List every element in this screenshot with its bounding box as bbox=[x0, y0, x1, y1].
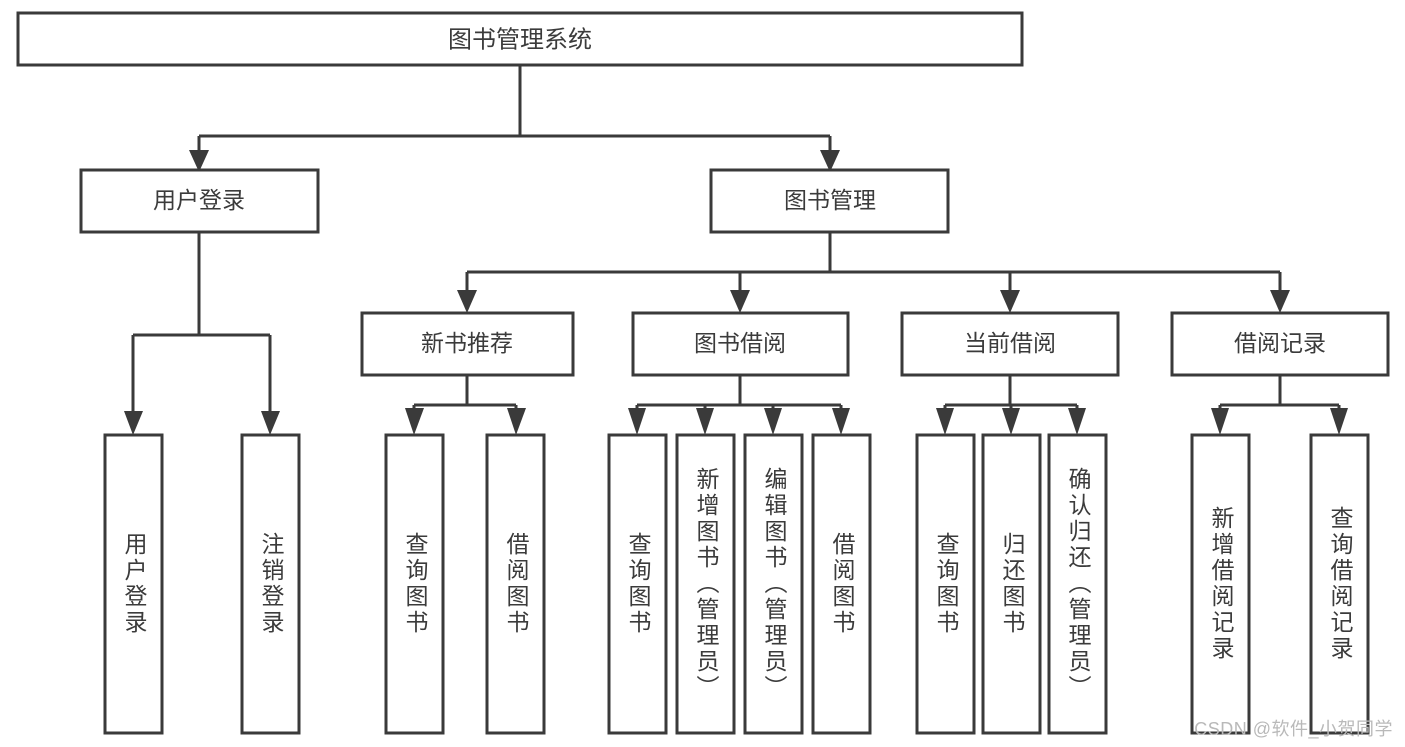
leaf-box-add-borrow-record[interactable] bbox=[1190, 433, 1251, 735]
leaf-box-edit-book[interactable] bbox=[743, 433, 804, 735]
node-current-borrow[interactable]: 当前借阅 bbox=[900, 311, 1120, 377]
node-book-borrow-box[interactable] bbox=[631, 311, 850, 377]
node-root-system-box[interactable] bbox=[16, 11, 1024, 67]
arrow-head-leaf-add-book bbox=[696, 408, 714, 435]
arrow-head-leaf-logout bbox=[261, 411, 280, 435]
node-user-login[interactable]: 用户登录 bbox=[79, 168, 320, 234]
node-root-system[interactable]: 图书管理系统 bbox=[16, 11, 1024, 67]
arrow-head-leaf-query-book-3 bbox=[936, 408, 954, 435]
node-root-system-label: 图书管理系统 bbox=[448, 26, 592, 53]
node-borrow-record-label: 借阅记录 bbox=[1234, 330, 1326, 356]
node-book-management-label: 图书管理 bbox=[784, 187, 876, 213]
leaf-box-borrow-book-1[interactable] bbox=[485, 433, 546, 735]
leaf-box-confirm-return[interactable] bbox=[1047, 433, 1108, 735]
arrow-head-leaf-edit-book bbox=[764, 408, 782, 435]
leaf-box-add-book[interactable] bbox=[675, 433, 736, 735]
node-borrow-record[interactable]: 借阅记录 bbox=[1170, 311, 1390, 377]
leaf-box-query-book-3[interactable] bbox=[915, 433, 976, 735]
node-new-book-recommend[interactable]: 新书推荐 bbox=[360, 311, 575, 377]
arrow-head-current-borrow bbox=[1000, 290, 1020, 313]
arrow-head-leaf-add-record bbox=[1211, 408, 1229, 435]
node-current-borrow-box[interactable] bbox=[900, 311, 1120, 377]
node-user-login-label: 用户登录 bbox=[153, 187, 245, 213]
arrow-head-book-borrow bbox=[730, 290, 750, 313]
leaf-box-layer bbox=[103, 433, 1370, 735]
arrow-head-leaf-borrow-book-2 bbox=[832, 408, 850, 435]
arrow-head-borrow-record bbox=[1270, 290, 1290, 313]
arrow-head-leaf-borrow-book-1 bbox=[507, 408, 526, 435]
arrow-head-user-login bbox=[189, 150, 209, 172]
arrow-head-leaf-return-book bbox=[1002, 408, 1020, 435]
node-book-borrow[interactable]: 图书借阅 bbox=[631, 311, 850, 377]
leaf-box-query-borrow-record[interactable] bbox=[1309, 433, 1370, 735]
node-new-book-recommend-label: 新书推荐 bbox=[421, 330, 513, 356]
arrow-head-leaf-query-record bbox=[1330, 408, 1348, 435]
node-current-borrow-label: 当前借阅 bbox=[964, 330, 1056, 356]
node-book-management-box[interactable] bbox=[709, 168, 950, 234]
csdn-watermark: CSDN @软件_小贺同学 bbox=[1194, 719, 1393, 739]
arrow-head-leaf-query-book-2 bbox=[628, 408, 646, 435]
leaf-box-return-book[interactable] bbox=[981, 433, 1042, 735]
leaf-box-user-login[interactable] bbox=[103, 433, 164, 735]
connector-layer bbox=[124, 65, 1348, 435]
arrow-head-leaf-confirm-return bbox=[1068, 408, 1086, 435]
arrow-head-leaf-query-book-1 bbox=[405, 408, 424, 435]
arrow-head-book-mgmt bbox=[820, 150, 840, 172]
node-new-book-recommend-box[interactable] bbox=[360, 311, 575, 377]
leaf-box-query-book-2[interactable] bbox=[607, 433, 668, 735]
node-borrow-record-box[interactable] bbox=[1170, 311, 1390, 377]
node-book-borrow-label: 图书借阅 bbox=[694, 330, 786, 356]
arrow-head-leaf-user-login bbox=[124, 411, 143, 435]
leaf-box-logout[interactable] bbox=[240, 433, 301, 735]
node-user-login-box[interactable] bbox=[79, 168, 320, 234]
leaf-box-borrow-book-2[interactable] bbox=[811, 433, 872, 735]
leaf-box-query-book-1[interactable] bbox=[384, 433, 445, 735]
arrow-head-new-book-rec bbox=[457, 290, 477, 313]
node-book-management[interactable]: 图书管理 bbox=[709, 168, 950, 234]
